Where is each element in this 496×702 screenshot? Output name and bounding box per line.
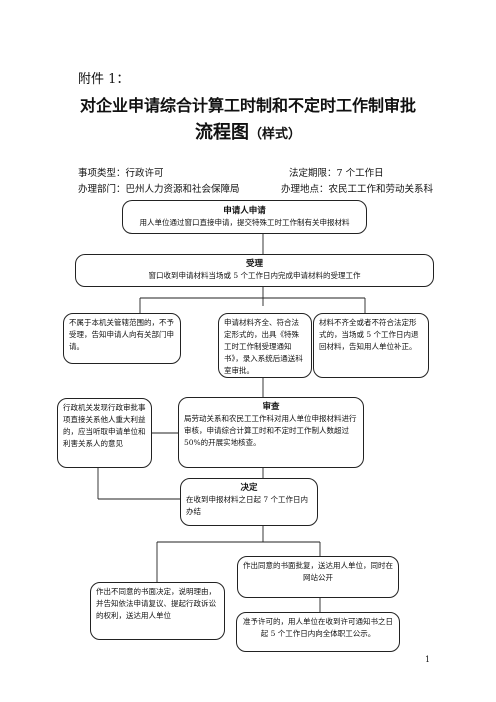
box-reject: 不属于本机关管辖范围的，不予受理，告知申请人向有关部门申请。 [63, 313, 181, 364]
deadline: 法定期限：7 个工作日 [289, 168, 384, 179]
box-approve: 作出同意的书面批复，送达用人单位，同时在网站公开 [237, 556, 399, 598]
box-accept: 受理 窗口收到申请材料当场或 5 个工作日内完成申请材料的受理工作 [75, 254, 434, 287]
box-decision-text: 在收到申报材料之日起 7 个工作日内办结 [186, 495, 309, 516]
box-publicize: 准予许可的，用人单位在收到许可通知书之日起 5 个工作日内向全体职工公示。 [236, 612, 400, 652]
title-sample: （样式） [248, 127, 301, 142]
box-deny: 作出不同意的书面决定，说明理由，并告知依法申请复议、提起行政诉讼的权利，送达用人… [90, 582, 225, 640]
box-accept-head: 受理 [245, 259, 263, 269]
box-decision: 决定 在收到申报材料之日起 7 个工作日内办结 [180, 478, 318, 526]
department: 办理部门：巴州人力资源和社会保障局 [78, 184, 240, 195]
box-complete-text: 申请材料齐全、符合法定形式的，出具《特殊工时工作制受理通知书》，录入系统后通送科… [224, 318, 303, 375]
box-review-text: 局劳动关系和农民工工作科对用人单位申报材料进行审核，申请综合计算工时和不定时工作… [184, 414, 357, 447]
box-approve-text: 作出同意的书面批复，送达用人单位，同时在网站公开 [243, 561, 393, 582]
box-hearing-text: 行政机关发现行政审批事项直接关系他人重大利益的，应当听取申请单位和利害关系人的意… [63, 403, 146, 448]
box-apply: 申请人申请 用人单位通过窗口直接申请，提交特殊工时工作制有关申报材料 [122, 200, 367, 234]
box-accept-text: 窗口收到申请材料当场或 5 个工作日内完成申请材料的受理工作 [148, 271, 361, 280]
box-reject-text: 不属于本机关管辖范围的，不予受理，告知申请人向有关部门申请。 [69, 318, 174, 351]
box-apply-text: 用人单位通过窗口直接申请，提交特殊工时工作制有关申报材料 [139, 218, 350, 227]
attachment-label: 附件 1： [78, 72, 130, 87]
title-flowchart: 流程图 [194, 122, 249, 143]
box-incomplete-text: 材料不齐全或者不符合法定形式的，当场或 5 个工作日内退回材料，告知用人单位补正… [319, 318, 419, 351]
box-hearing: 行政机关发现行政审批事项直接关系他人重大利益的，应当听取申请单位和利害关系人的意… [57, 398, 152, 468]
box-apply-head: 申请人申请 [223, 206, 266, 216]
title-line1: 对企业申请综合计算工时制和不定时工作制审批 [79, 96, 416, 115]
box-complete: 申请材料齐全、符合法定形式的，出具《特殊工时工作制受理通知书》，录入系统后通送科… [218, 313, 312, 378]
box-review-head: 审查 [262, 402, 280, 412]
location: 办理地点：农民工工作和劳动关系科 [281, 184, 434, 195]
title-line2: 流程图（样式） [0, 118, 496, 144]
box-incomplete: 材料不齐全或者不符合法定形式的，当场或 5 个工作日内退回材料，告知用人单位补正… [313, 313, 429, 378]
box-decision-head: 决定 [240, 483, 258, 493]
box-publicize-text: 准予许可的，用人单位在收到许可通知书之日起 5 个工作日内向全体职工公示。 [243, 617, 393, 638]
box-review: 审查 局劳动关系和农民工工作科对用人单位申报材料进行审核，申请综合计算工时和不定… [178, 397, 364, 468]
page-number: 1 [425, 655, 431, 664]
item-type: 事项类型：行政许可 [78, 168, 164, 179]
box-deny-text: 作出不同意的书面决定，说明理由，并告知依法申请复议、提起行政诉讼的权利，送达用人… [96, 587, 216, 620]
